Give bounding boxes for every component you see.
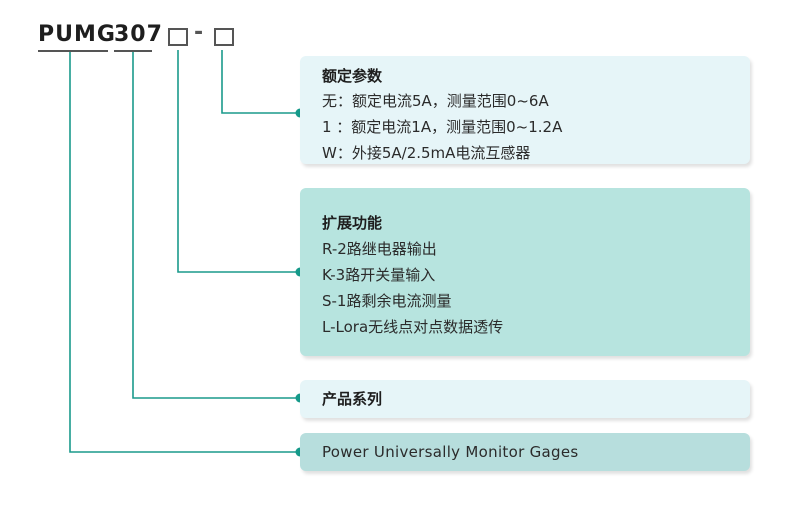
function-item-lora: L-Lora无线点对点数据透传 bbox=[322, 318, 504, 336]
series-title: 产品系列 bbox=[322, 390, 383, 408]
option-slot-rating bbox=[214, 28, 234, 46]
functions-panel: 扩展功能 R-2路继电器输出 K-3路开关量输入 S-1路剩余电流测量 L-Lo… bbox=[300, 188, 750, 356]
connector-series bbox=[132, 50, 300, 399]
function-item-relay: R-2路继电器输出 bbox=[322, 240, 437, 258]
rating-title: 额定参数 bbox=[322, 67, 383, 85]
model-number: 307 bbox=[114, 22, 163, 47]
function-item-residual: S-1路剩余电流测量 bbox=[322, 292, 452, 310]
model-prefix: PUMG bbox=[38, 22, 116, 47]
connector-meaning bbox=[69, 50, 300, 453]
meaning-panel: Power Universally Monitor Gages bbox=[300, 433, 750, 471]
meaning-text: Power Universally Monitor Gages bbox=[322, 443, 579, 461]
connector-functions bbox=[177, 50, 300, 273]
functions-title: 扩展功能 bbox=[322, 214, 383, 232]
prefix-underline bbox=[38, 50, 108, 52]
rating-item-none: 无：额定电流5A，测量范围0~6A bbox=[322, 92, 549, 110]
number-underline bbox=[114, 50, 152, 52]
connector-rating bbox=[221, 50, 300, 114]
rating-item-1a: 1 ：额定电流1A，测量范围0~1.2A bbox=[322, 118, 563, 136]
rating-item-w: W：外接5A/2.5mA电流互感器 bbox=[322, 144, 531, 162]
model-separator: - bbox=[194, 20, 204, 45]
rating-panel: 额定参数 无：额定电流5A，测量范围0~6A 1 ：额定电流1A，测量范围0~1… bbox=[300, 56, 750, 164]
option-slot-functions bbox=[168, 28, 188, 46]
function-item-switch: K-3路开关量输入 bbox=[322, 266, 436, 284]
series-panel: 产品系列 bbox=[300, 380, 750, 418]
